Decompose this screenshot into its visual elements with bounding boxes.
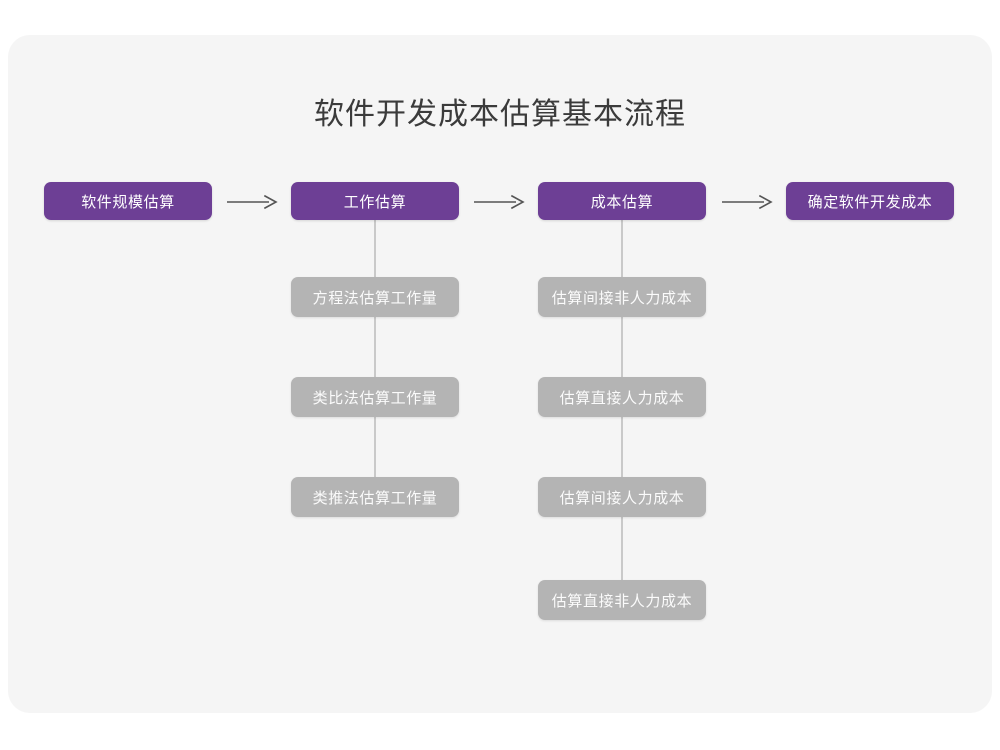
arrow-step1-step2-icon [226, 192, 278, 212]
diagram-card-background [8, 35, 992, 713]
branch-connector-line-1 [374, 220, 376, 497]
branch1-item-1[interactable]: 方程法估算工作量 [291, 277, 459, 317]
branch2-item-2[interactable]: 估算直接人力成本 [538, 377, 706, 417]
branch2-item-3[interactable]: 估算间接人力成本 [538, 477, 706, 517]
branch2-item-1[interactable]: 估算间接非人力成本 [538, 277, 706, 317]
page-title: 软件开发成本估算基本流程 [314, 98, 686, 131]
branch1-item-3[interactable]: 类推法估算工作量 [291, 477, 459, 517]
arrow-step2-step3-icon [473, 192, 525, 212]
flow-step-2[interactable]: 工作估算 [291, 182, 459, 220]
flow-step-1[interactable]: 软件规模估算 [44, 182, 212, 220]
flow-step-4[interactable]: 确定软件开发成本 [786, 182, 954, 220]
branch1-item-2[interactable]: 类比法估算工作量 [291, 377, 459, 417]
flow-step-3[interactable]: 成本估算 [538, 182, 706, 220]
branch2-item-4[interactable]: 估算直接非人力成本 [538, 580, 706, 620]
arrow-step3-step4-icon [721, 192, 773, 212]
